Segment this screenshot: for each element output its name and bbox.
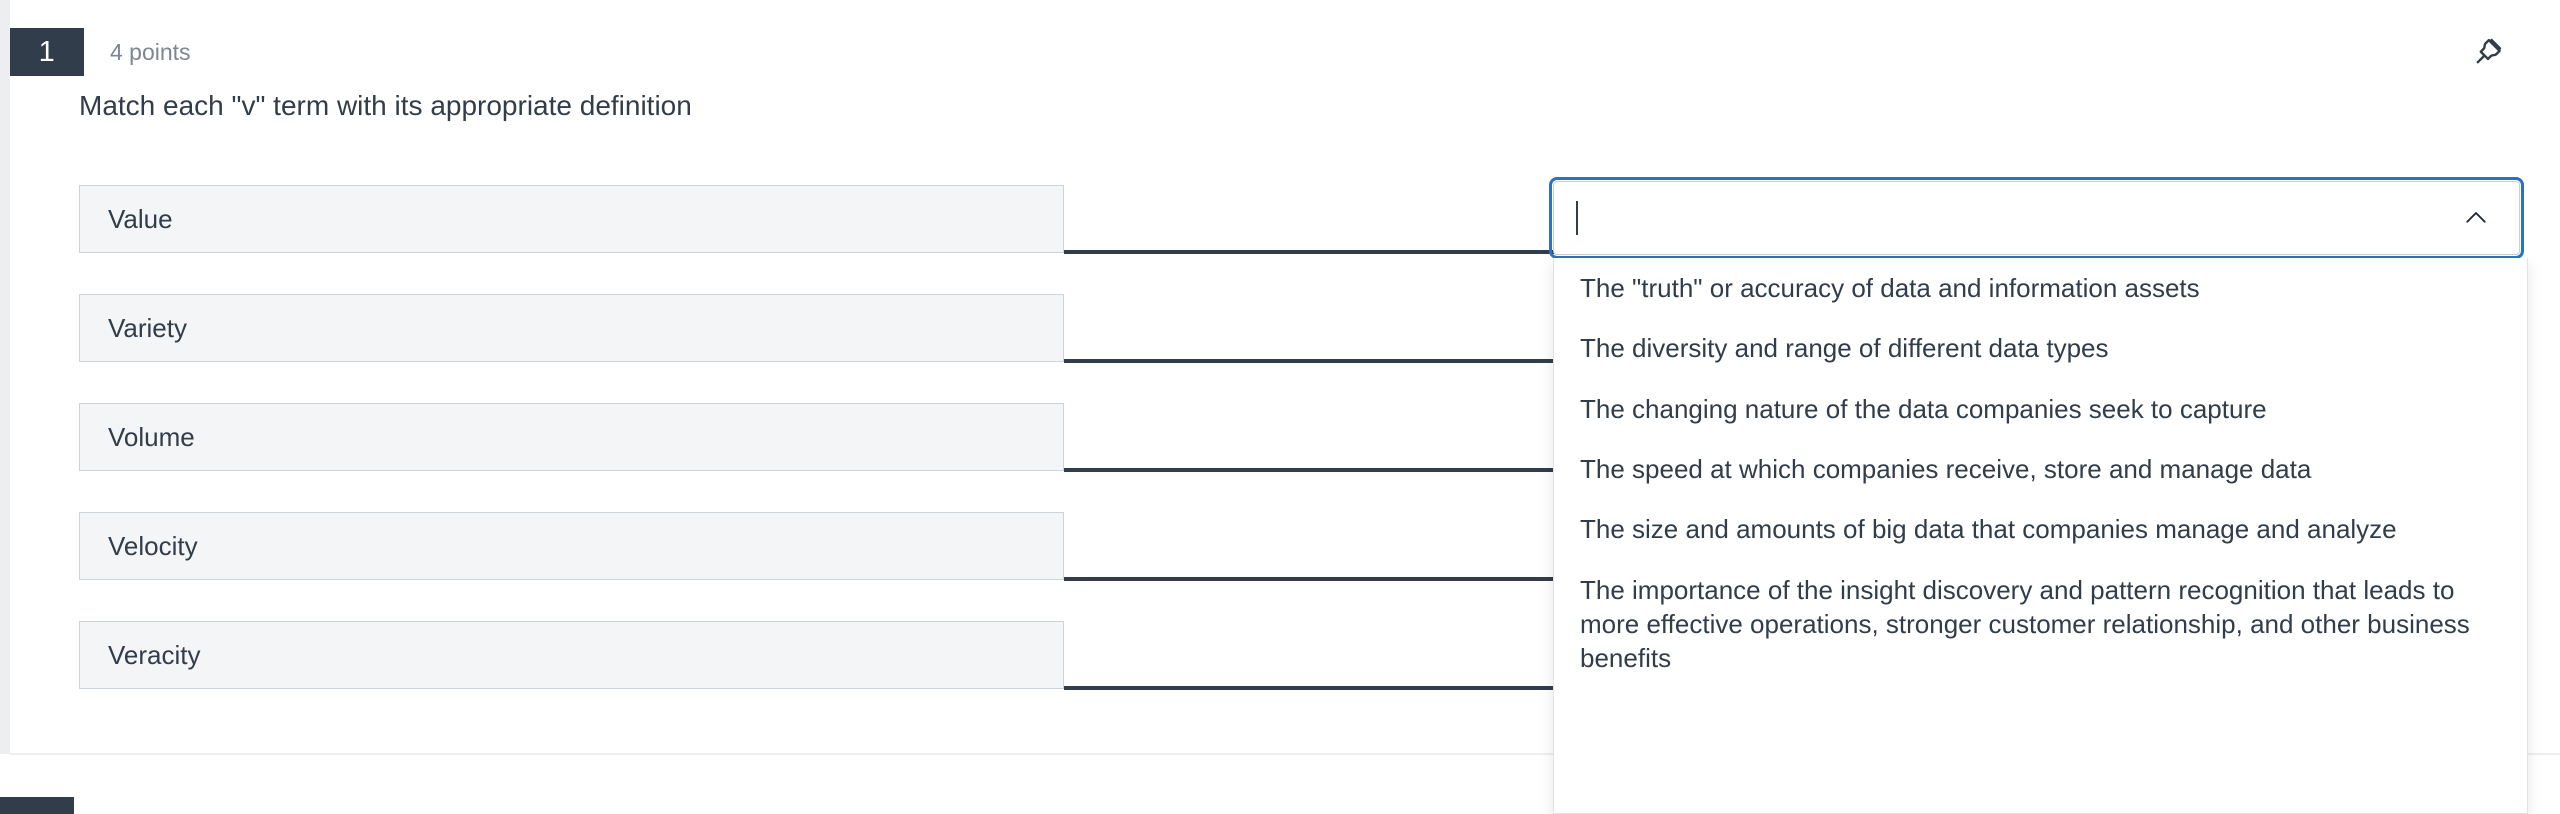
connector-line: [1064, 686, 1555, 690]
term-label: Value: [108, 203, 173, 234]
term-box: Velocity: [79, 512, 1064, 580]
card-divider: [10, 753, 2560, 755]
term-box: Variety: [79, 294, 1064, 362]
term-label: Velocity: [108, 530, 198, 561]
chevron-up-icon[interactable]: [2459, 201, 2493, 235]
option-item[interactable]: The speed at which companies receive, st…: [1580, 453, 2312, 484]
connector-line: [1064, 577, 1555, 581]
term-box: Veracity: [79, 621, 1064, 689]
pin-question-button[interactable]: [2458, 22, 2518, 82]
option-item[interactable]: The changing nature of the data companie…: [1580, 393, 2267, 424]
term-label: Variety: [108, 312, 187, 343]
option-item[interactable]: The diversity and range of different dat…: [1580, 333, 2109, 364]
terms-column: Value Variety Volume Velocity Veracity: [79, 185, 1064, 730]
term-label: Volume: [108, 421, 195, 452]
question-points: 4 points: [110, 38, 191, 65]
answer-combobox: [1549, 177, 2524, 259]
term-box: Volume: [79, 403, 1064, 471]
connector-line: [1064, 468, 1555, 472]
pushpin-icon: [2471, 35, 2505, 69]
next-question-number-badge: [0, 797, 74, 814]
option-item[interactable]: The "truth" or accuracy of data and info…: [1580, 273, 2200, 303]
option-item[interactable]: The size and amounts of big data that co…: [1580, 514, 2397, 545]
term-label: Veracity: [108, 639, 201, 670]
term-box: Value: [79, 185, 1064, 253]
answer-options-listbox[interactable]: The "truth" or accuracy of data and info…: [1553, 258, 2528, 814]
matching-area: Value Variety Volume Velocity Veracity: [0, 185, 2560, 715]
text-cursor: [1576, 201, 1578, 235]
question-header: 1 4 points: [10, 28, 191, 76]
answer-combobox-field[interactable]: [1549, 177, 2524, 259]
question-number-badge: 1: [10, 28, 84, 76]
left-rail: [0, 0, 10, 754]
option-item[interactable]: The importance of the insight discovery …: [1580, 574, 2470, 674]
question-prompt: Match each "v" term with its appropriate…: [79, 90, 692, 121]
connector-line: [1064, 250, 1555, 254]
connector-line: [1064, 359, 1555, 363]
